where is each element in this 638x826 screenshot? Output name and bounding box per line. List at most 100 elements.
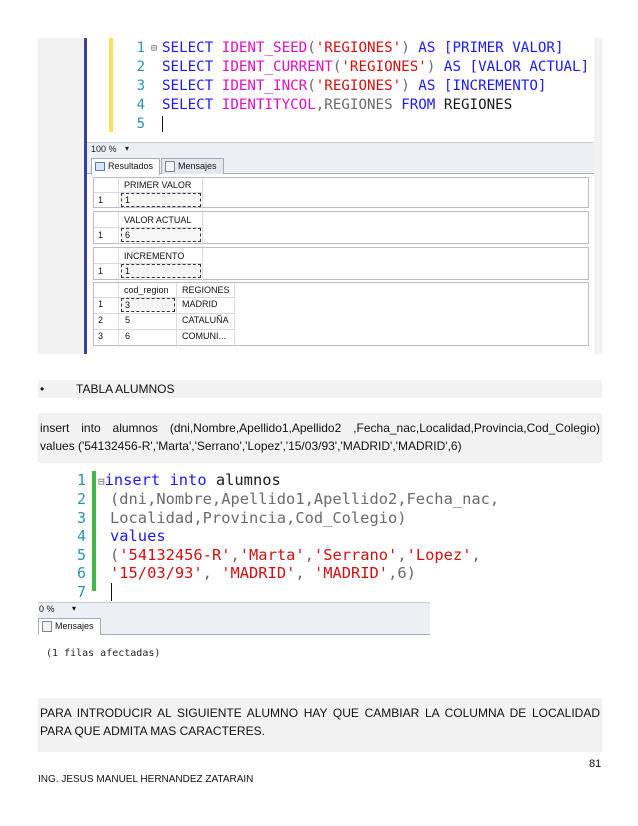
column-header: PRIMER VALOR bbox=[124, 180, 192, 190]
row-number: 2 bbox=[98, 315, 104, 325]
table-name: alumnos bbox=[215, 471, 281, 489]
grid-cell[interactable]: 6 bbox=[121, 228, 201, 242]
string-literal: 'REGIONES' bbox=[315, 78, 402, 94]
code-line-2: SELECT IDENT_CURRENT('REGIONES') AS [VAL… bbox=[162, 59, 590, 75]
page-number: 81 bbox=[589, 758, 602, 770]
tab-results[interactable]: Resultados bbox=[91, 158, 161, 175]
result-grid-regiones: cod_region REGIONES 1 3 MADRID 2 5 CATAL… bbox=[93, 282, 589, 347]
code-line-3: SELECT IDENT_INCR('REGIONES') AS [INCREM… bbox=[162, 78, 547, 94]
row-number: 1 bbox=[98, 230, 104, 240]
keyword: SELECT bbox=[162, 59, 214, 75]
code-line-1: ⊟insert into alumnos bbox=[98, 471, 281, 489]
grid-icon bbox=[95, 162, 105, 171]
results-tabs: Resultados Mensajes bbox=[87, 156, 594, 175]
keyword: SELECT bbox=[162, 78, 214, 94]
tab-label: Mensajes bbox=[55, 621, 94, 631]
line-number: 2 bbox=[76, 490, 86, 508]
paragraph-text: PARA INTRODUCIR AL SIGUIENTE ALUMNO HAY … bbox=[40, 706, 600, 738]
function-name: IDENTITYCOL bbox=[221, 97, 316, 113]
grid-cell[interactable]: CATALUÑA bbox=[182, 315, 229, 325]
line-number: 2 bbox=[136, 59, 145, 75]
function-name: IDENT_CURRENT bbox=[221, 59, 333, 75]
grid-cell[interactable]: COMUNI... bbox=[182, 331, 226, 341]
change-bar bbox=[92, 471, 96, 591]
author-name: ING. JESUS MANUEL HERNANDEZ ZATARAIN bbox=[38, 774, 254, 785]
keyword: AS bbox=[418, 78, 436, 94]
keyword: AS bbox=[418, 40, 436, 56]
column-header: VALOR ACTUAL bbox=[124, 215, 192, 225]
bullet-text: TABLA ALUMNOS bbox=[76, 382, 175, 396]
editor-gutter bbox=[91, 38, 151, 142]
string-literal: 'MADRID' bbox=[221, 564, 296, 582]
text-line: values ('54132456-R','Marta','Serrano','… bbox=[40, 439, 462, 453]
result-message: (1 filas afectadas) bbox=[46, 648, 161, 659]
keyword: into bbox=[169, 471, 207, 489]
string-literal: 'REGIONES' bbox=[341, 59, 427, 75]
query-editor[interactable]: 1 ⊟ SELECT IDENT_SEED('REGIONES') AS [PR… bbox=[87, 38, 594, 142]
message-icon bbox=[42, 621, 52, 632]
query-editor[interactable]: 1 2 3 4 5 6 7 ⊟insert into alumnos (dni,… bbox=[38, 465, 499, 602]
table-name: REGIONES bbox=[443, 97, 513, 113]
line-number: 6 bbox=[76, 564, 86, 582]
grid-cell[interactable]: 6 bbox=[125, 331, 131, 341]
tab-label: Mensajes bbox=[178, 161, 217, 171]
code-line-1: SELECT IDENT_SEED('REGIONES') AS [PRIMER… bbox=[162, 40, 564, 56]
bullet-item: • TABLA ALUMNOS bbox=[38, 380, 602, 398]
grid-cell[interactable]: 1 bbox=[121, 264, 201, 278]
string-literal: 'REGIONES' bbox=[315, 40, 402, 56]
keyword: insert bbox=[104, 471, 161, 489]
change-bar bbox=[109, 38, 113, 132]
column-alias: [INCREMENTO] bbox=[443, 78, 547, 94]
grid-cell[interactable]: 3 bbox=[121, 298, 175, 312]
zoom-level[interactable]: 100 % bbox=[91, 144, 117, 154]
line-number: 5 bbox=[136, 116, 145, 132]
tab-messages[interactable]: Mensajes bbox=[161, 158, 224, 174]
tab-messages[interactable]: Mensajes bbox=[38, 618, 101, 635]
result-grid-valor-actual: VALOR ACTUAL 1 6 bbox=[93, 211, 589, 245]
code-line-6: '15/03/93', 'MADRID', 'MADRID',6) bbox=[110, 564, 416, 582]
results-tabs: Mensajes bbox=[38, 616, 430, 635]
line-number: 4 bbox=[76, 527, 86, 545]
row-number: 1 bbox=[98, 266, 104, 276]
query-screenshot-1: 1 ⊟ SELECT IDENT_SEED('REGIONES') AS [PR… bbox=[38, 38, 602, 354]
string-literal: '54132456-R' bbox=[119, 546, 231, 564]
bullet-symbol: • bbox=[40, 382, 45, 396]
row-number: 1 bbox=[98, 195, 104, 205]
zoom-level[interactable]: 0 % bbox=[39, 604, 55, 614]
result-grid-incremento: INCREMENTO 1 1 bbox=[93, 247, 589, 281]
result-grid-primer-valor: PRIMER VALOR 1 1 bbox=[93, 177, 589, 209]
line-number: 1 bbox=[76, 471, 86, 489]
message-icon bbox=[165, 161, 175, 172]
line-number: 1 bbox=[136, 40, 145, 56]
line-number: 7 bbox=[76, 583, 86, 601]
code-line-5: ('54132456-R','Marta','Serrano','Lopez', bbox=[110, 546, 481, 564]
column-list: ,REGIONES bbox=[315, 97, 393, 113]
text-line: insert into alumnos (dni,Nombre,Apellido… bbox=[40, 421, 600, 435]
closing-paragraph: PARA INTRODUCIR AL SIGUIENTE ALUMNO HAY … bbox=[38, 698, 602, 752]
zoom-dropdown-icon[interactable]: ▾ bbox=[72, 604, 77, 613]
column-header: INCREMENTO bbox=[124, 251, 185, 261]
fold-toggle-icon[interactable]: ⊟ bbox=[98, 475, 105, 488]
grid-cell[interactable]: MADRID bbox=[182, 299, 218, 309]
column-header: cod_region bbox=[124, 285, 169, 295]
line-number: 3 bbox=[136, 78, 145, 94]
column-alias: [VALOR ACTUAL] bbox=[469, 59, 590, 75]
code-line-4: SELECT IDENTITYCOL,REGIONES FROM REGIONE… bbox=[162, 97, 512, 113]
string-literal: '15/03/93' bbox=[110, 564, 203, 582]
function-name: IDENT_INCR bbox=[221, 78, 308, 94]
grid-cell[interactable]: 1 bbox=[121, 193, 201, 207]
keyword: SELECT bbox=[162, 40, 214, 56]
column-alias: [PRIMER VALOR] bbox=[443, 40, 564, 56]
fold-toggle-icon[interactable]: ⊟ bbox=[151, 43, 158, 54]
code-line-3: Localidad,Provincia,Cod_Colegio) bbox=[110, 509, 407, 527]
zoom-dropdown-icon[interactable]: ▾ bbox=[125, 144, 130, 153]
line-number: 4 bbox=[136, 97, 145, 113]
insert-statement-text: insert into alumnos (dni,Nombre,Apellido… bbox=[38, 413, 602, 463]
string-literal: 'Marta' bbox=[239, 546, 305, 564]
grid-cell[interactable]: 5 bbox=[125, 315, 131, 325]
string-literal: 'Lopez' bbox=[406, 546, 472, 564]
keyword: SELECT bbox=[162, 97, 214, 113]
zoom-bar: 100 % ▾ bbox=[87, 142, 594, 156]
function-name: IDENT_SEED bbox=[221, 40, 308, 56]
ssms-window: 1 ⊟ SELECT IDENT_SEED('REGIONES') AS [PR… bbox=[84, 38, 594, 354]
